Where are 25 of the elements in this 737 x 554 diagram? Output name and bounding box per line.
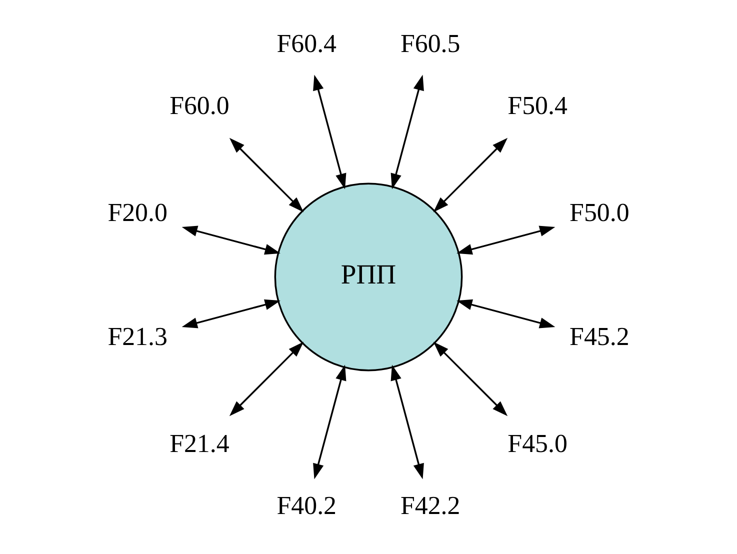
node-text: F21.3	[108, 322, 168, 351]
node-text: F60.4	[276, 29, 337, 58]
arrow	[182, 299, 280, 328]
arrow	[313, 74, 346, 190]
arrow	[433, 138, 508, 212]
node-circle: РПП	[274, 182, 463, 372]
node-text: F45.0	[508, 429, 568, 458]
arrow	[390, 74, 424, 190]
arrow	[433, 342, 508, 416]
node-text: F21.4	[170, 429, 230, 458]
node-text: F50.4	[508, 91, 568, 120]
arrow	[229, 138, 304, 212]
node-text: F60.0	[170, 91, 230, 120]
node-text: F42.2	[400, 490, 460, 520]
arrow	[456, 299, 556, 328]
arrow	[390, 364, 424, 480]
arrow	[182, 226, 280, 255]
node-text: F45.2	[570, 322, 630, 351]
node-text: F60.5	[400, 29, 460, 58]
node-text: F20.0	[108, 198, 168, 228]
arrow	[229, 342, 304, 416]
arrow	[313, 364, 346, 480]
node-text: F50.0	[570, 198, 630, 228]
arrow	[456, 226, 556, 255]
node-text: F40.2	[276, 490, 337, 520]
